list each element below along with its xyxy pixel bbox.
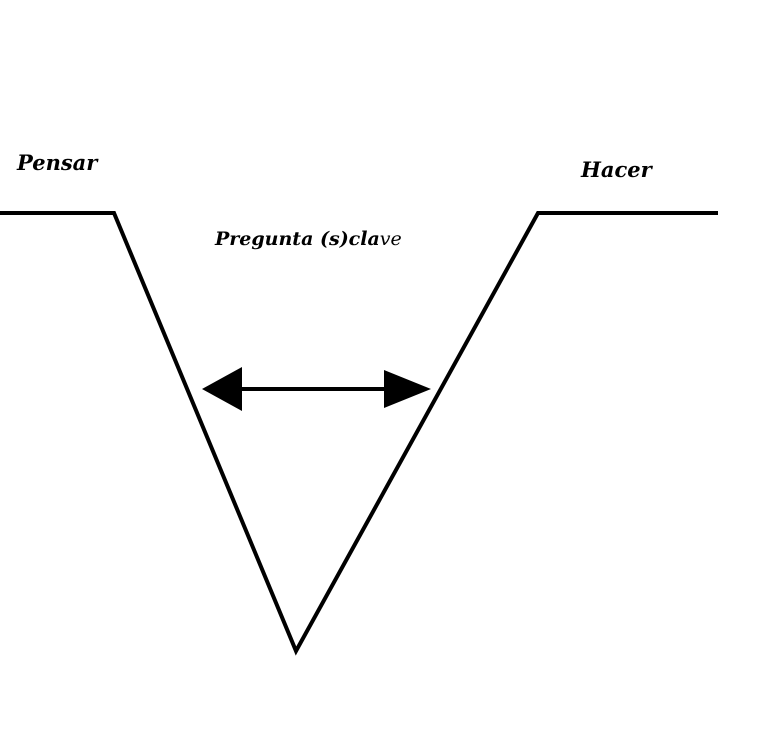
- label-pregunta-clave-main: Pregunta (s)cla: [215, 228, 380, 250]
- double-arrow: [202, 367, 431, 411]
- label-pregunta-clave: Pregunta (s)clave: [215, 230, 402, 249]
- label-pensar: Pensar: [17, 150, 98, 175]
- arrow-head-right: [384, 370, 431, 408]
- label-hacer: Hacer: [581, 157, 652, 182]
- label-pregunta-clave-tail: ve: [379, 228, 402, 250]
- v-shape-line: [0, 211, 718, 656]
- arrow-head-left: [202, 367, 242, 411]
